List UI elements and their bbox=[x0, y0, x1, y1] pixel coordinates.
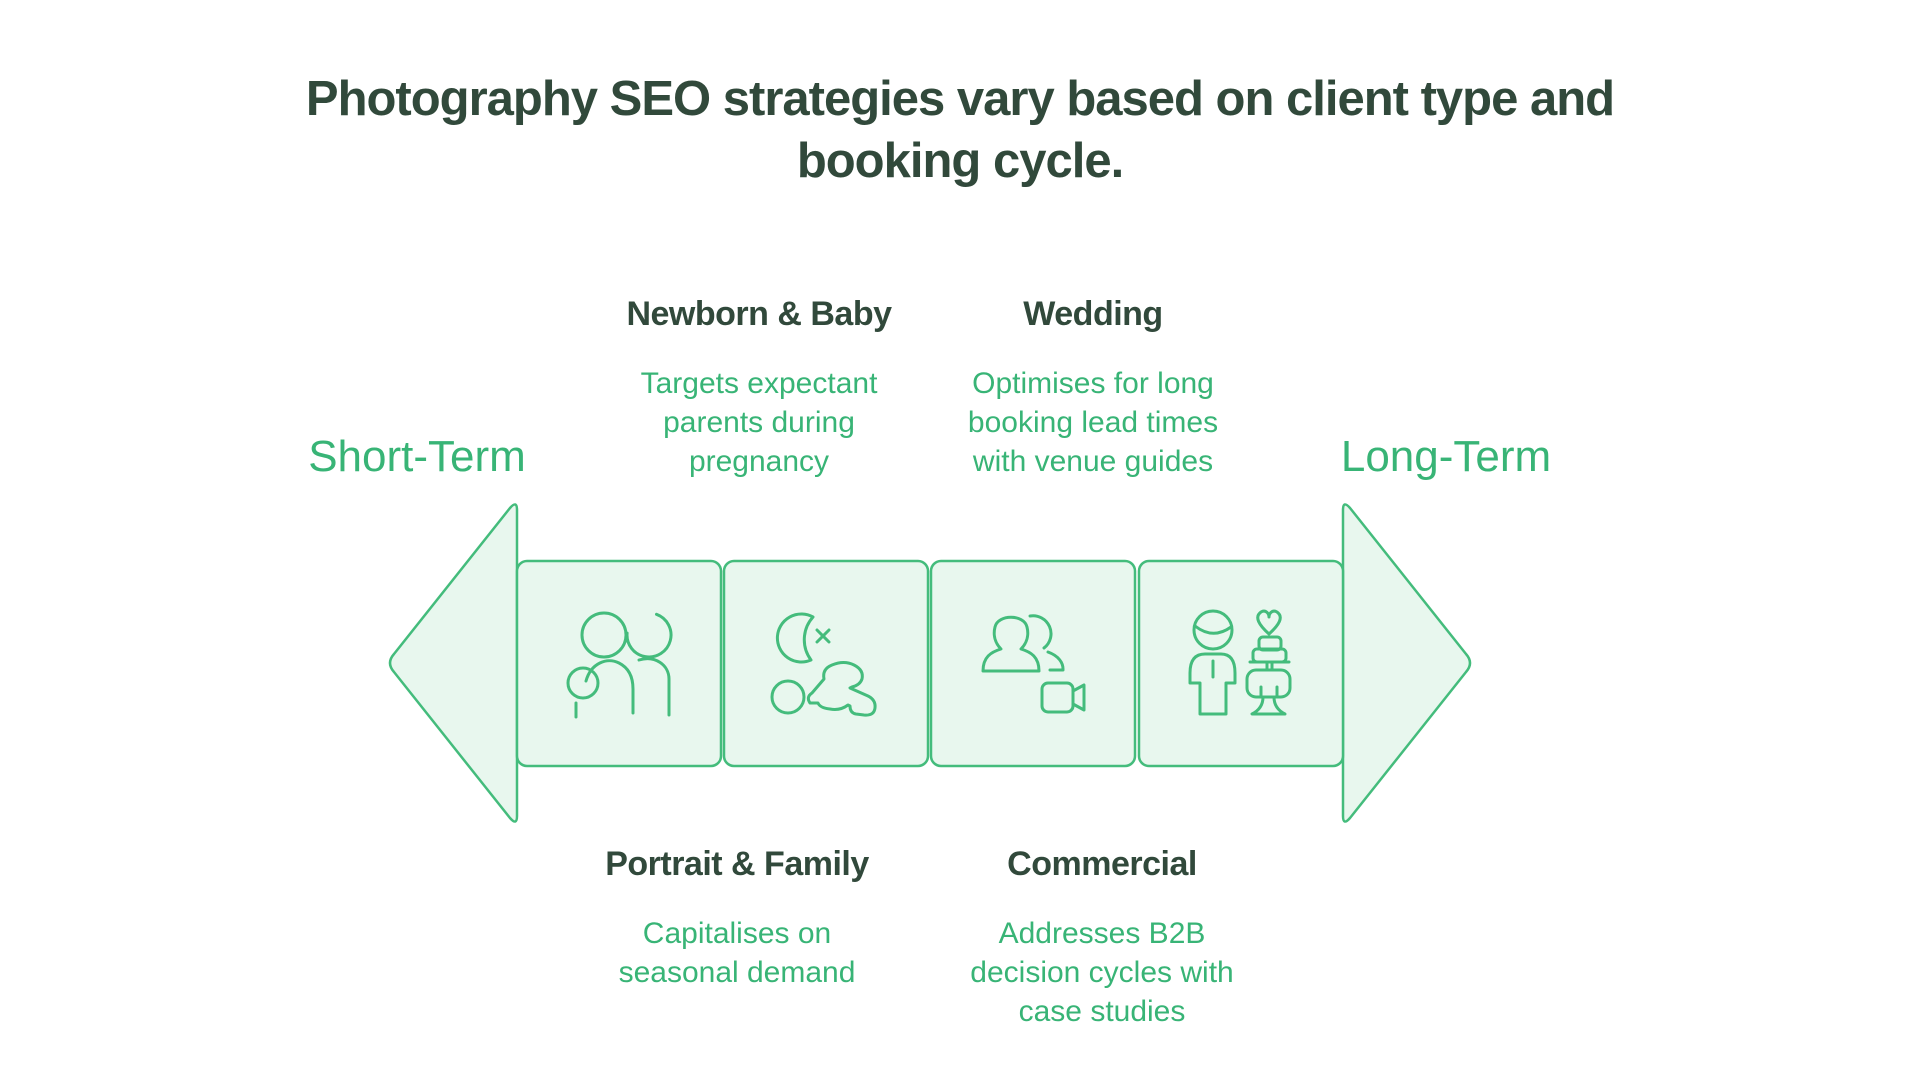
callout-body: Targets expectant parents during pregnan… bbox=[640, 367, 878, 478]
callout-heading: Wedding bbox=[1023, 295, 1163, 333]
family-icon bbox=[566, 611, 673, 719]
callout-body: Addresses B2B decision cycles with case … bbox=[970, 917, 1234, 1028]
long-term-label: Long-Term bbox=[1340, 432, 1552, 481]
page-title-line-1: Photography SEO strategies vary based on… bbox=[305, 72, 1615, 126]
right-arrowhead bbox=[1341, 503, 1472, 823]
crawling-baby-moon-icon bbox=[770, 612, 877, 717]
callout-body: Capitalises on seasonal demand bbox=[618, 917, 856, 989]
segment-box-newborn-baby bbox=[722, 559, 930, 768]
callout-body: Optimises for long booking lead times wi… bbox=[967, 367, 1219, 478]
page-title: Photography SEO strategies vary based on… bbox=[0, 68, 1920, 192]
callout-heading: Newborn & Baby bbox=[626, 295, 892, 333]
short-term-label: Short-Term bbox=[308, 432, 526, 481]
groom-wedding-cake-icon bbox=[1188, 609, 1292, 716]
timeline-arrow-diagram bbox=[388, 503, 1472, 823]
callout-commercial: Commercial Addresses B2B decision cycles… bbox=[942, 842, 1262, 1031]
segment-box-wedding bbox=[1137, 559, 1345, 768]
callout-heading: Portrait & Family bbox=[605, 845, 869, 883]
clients-video-camera-icon bbox=[981, 614, 1086, 714]
left-arrowhead bbox=[388, 503, 519, 823]
callout-portrait-family: Portrait & Family Capitalises on seasona… bbox=[597, 842, 877, 992]
segment-box-commercial bbox=[929, 559, 1137, 768]
callout-heading: Commercial bbox=[1007, 845, 1197, 883]
callout-wedding: Wedding Optimises for long booking lead … bbox=[943, 292, 1243, 481]
page-title-line-2: booking cycle. bbox=[796, 134, 1124, 188]
callout-newborn-baby: Newborn & Baby Targets expectant parents… bbox=[619, 292, 899, 481]
